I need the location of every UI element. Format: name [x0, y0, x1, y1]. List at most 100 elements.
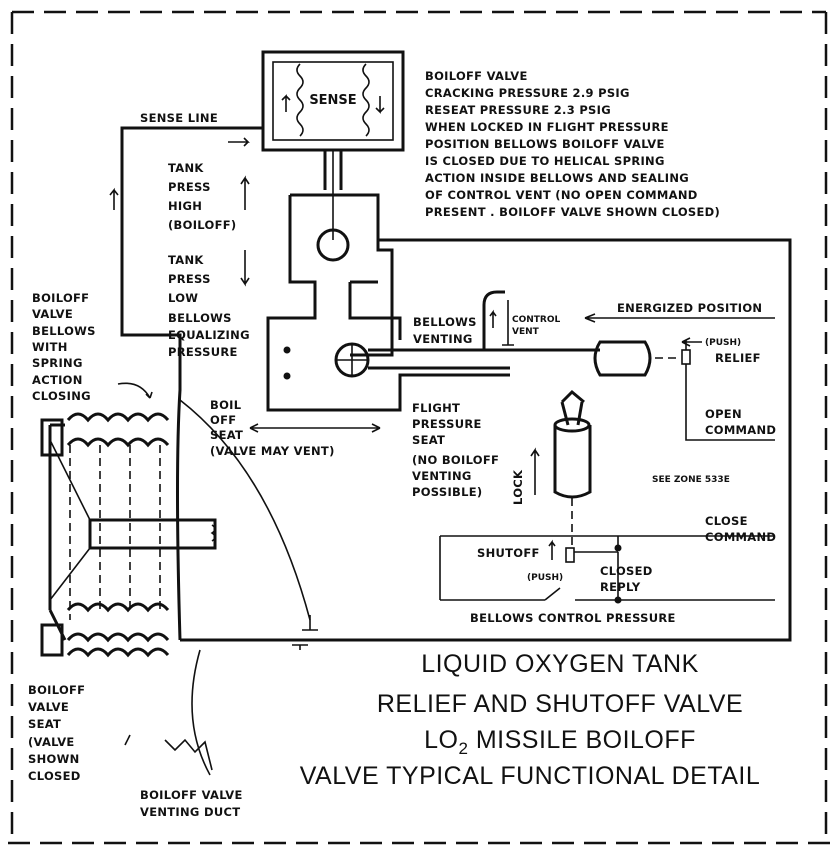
closed-reply-label: CLOSED REPLY [600, 564, 653, 594]
svg-text:SHOWN: SHOWN [28, 752, 80, 766]
sense-line [120, 126, 263, 325]
svg-text:COMMAND: COMMAND [705, 423, 776, 437]
boiloff-valve-seat-label: BOILOFF VALVE SEAT (VALVE SHOWN CLOSED [28, 683, 85, 783]
solenoid [593, 340, 680, 377]
svg-text:PRESS: PRESS [168, 272, 211, 286]
svg-text:CLOSED: CLOSED [600, 564, 653, 578]
arrow-down-icon [240, 250, 250, 287]
svg-text:BOILOFF: BOILOFF [28, 683, 85, 697]
relief-switch [681, 337, 702, 365]
svg-text:(BOILOFF): (BOILOFF) [168, 218, 236, 232]
svg-text:SEAT: SEAT [412, 433, 445, 447]
closed-reply-line [440, 552, 775, 601]
sense-stem [323, 150, 343, 190]
boiloff-bellows [40, 325, 318, 658]
lock-label: LOCK [511, 469, 525, 505]
push-label-bottom: (PUSH) [527, 573, 563, 583]
svg-text:OF CONTROL VENT (NO OPEN COMMA: OF CONTROL VENT (NO OPEN COMMAND [425, 188, 698, 202]
svg-text:HIGH: HIGH [168, 199, 202, 213]
svg-text:SEAT: SEAT [28, 717, 61, 731]
lock-arrow-icon [530, 447, 540, 495]
svg-text:SEAT: SEAT [210, 428, 243, 442]
svg-text:VALVE: VALVE [32, 307, 73, 321]
diagram-title: LIQUID OXYGEN TANK RELIEF AND SHUTOFF VA… [300, 650, 760, 790]
close-command-line [439, 535, 775, 600]
relief-label: RELIEF [715, 351, 761, 365]
energized-position-arrow [584, 313, 775, 323]
venting-duct [124, 644, 308, 776]
svg-text:(VALVE MAY VENT): (VALVE MAY VENT) [210, 444, 335, 458]
svg-text:VALVE: VALVE [28, 700, 69, 714]
sense-chamber: SENSE [261, 50, 405, 152]
svg-text:POSITION BELLOWS BOILOFF VALVE: POSITION BELLOWS BOILOFF VALVE [425, 137, 665, 151]
svg-text:VENTING DUCT: VENTING DUCT [140, 805, 240, 819]
bellows-equalizing-label: BELLOWS EQUALIZING PRESSURE [168, 311, 250, 359]
svg-text:PRESENT . BOILOFF VALVE SHOWN: PRESENT . BOILOFF VALVE SHOWN CLOSED) [425, 205, 720, 219]
svg-text:WITH: WITH [32, 340, 68, 354]
shutoff-label: SHUTOFF [477, 546, 540, 560]
svg-text:OPEN: OPEN [705, 407, 742, 421]
svg-text:BELLOWS: BELLOWS [168, 311, 232, 325]
svg-text:BOILOFF: BOILOFF [32, 291, 89, 305]
bellows-venting-label: BELLOWS VENTING [413, 315, 477, 346]
svg-text:(NO BOILOFF: (NO BOILOFF [412, 453, 499, 467]
svg-text:TANK: TANK [168, 161, 204, 175]
valve-body [180, 193, 792, 642]
title-line-3: LO2 MISSILE BOILOFF [424, 726, 696, 758]
sense-label: SENSE [309, 93, 356, 108]
svg-text:LOW: LOW [168, 291, 198, 305]
svg-text:TANK: TANK [168, 253, 204, 267]
svg-text:PRESS: PRESS [168, 180, 211, 194]
svg-text:WHEN LOCKED IN FLIGHT PRESSURE: WHEN LOCKED IN FLIGHT PRESSURE [425, 120, 669, 134]
svg-text:IS CLOSED DUE TO HELICAL SPRIN: IS CLOSED DUE TO HELICAL SPRING [425, 154, 665, 168]
svg-text:COMMAND: COMMAND [705, 530, 776, 544]
svg-text:ACTION: ACTION [32, 373, 83, 387]
svg-text:POSSIBLE): POSSIBLE) [412, 485, 482, 499]
svg-text:BELLOWS: BELLOWS [32, 324, 96, 338]
svg-text:SPRING: SPRING [32, 356, 83, 370]
svg-text:REPLY: REPLY [600, 580, 641, 594]
shutoff-switch [548, 539, 600, 563]
svg-text:VENT: VENT [512, 327, 540, 337]
lock-cylinder [553, 389, 592, 545]
boiloff-valve-bellows-label: BOILOFF VALVE BELLOWS WITH SPRING ACTION… [32, 291, 96, 403]
svg-text:BOILOFF VALVE: BOILOFF VALVE [140, 788, 243, 802]
flow-arrow-icon [228, 137, 250, 147]
svg-text:PRESSURE: PRESSURE [412, 417, 482, 431]
close-command-label: CLOSE COMMAND [705, 514, 776, 544]
svg-text:CLOSED: CLOSED [28, 769, 81, 783]
svg-text:CRACKING PRESSURE 2.9 PSIG: CRACKING PRESSURE 2.9 PSIG [425, 86, 630, 100]
boil-off-seat-label: BOIL OFF SEAT (VALVE MAY VENT) [210, 398, 335, 458]
see-zone-label: SEE ZONE 533E [652, 475, 730, 485]
svg-text:BELLOWS: BELLOWS [413, 315, 477, 329]
svg-text:VENTING: VENTING [412, 469, 472, 483]
svg-text:RESEAT PRESSURE 2.3 PSIG: RESEAT PRESSURE 2.3 PSIG [425, 103, 611, 117]
tank-press-low-label: TANK PRESS LOW [168, 253, 211, 305]
energized-position-label: ENERGIZED POSITION [617, 301, 762, 315]
svg-text:BOIL: BOIL [210, 398, 242, 412]
svg-text:OFF: OFF [210, 413, 236, 427]
svg-text:FLIGHT: FLIGHT [412, 401, 460, 415]
svg-text:EQUALIZING: EQUALIZING [168, 328, 250, 342]
svg-text:PRESSURE: PRESSURE [168, 345, 238, 359]
control-vent-label: CONTROL VENT [512, 315, 561, 337]
svg-text:VENTING: VENTING [413, 332, 473, 346]
svg-text:CLOSING: CLOSING [32, 389, 91, 403]
venting-duct-label: BOILOFF VALVE VENTING DUCT [140, 788, 243, 819]
tank-press-high-label: TANK PRESS HIGH (BOILOFF) [168, 161, 236, 232]
seat-travel-arrow [249, 423, 381, 433]
bellows-control-pressure-label: BELLOWS CONTROL PRESSURE [470, 611, 676, 625]
control-vent-pipe [482, 290, 505, 350]
svg-text:ACTION INSIDE BELLOWS AND SEAL: ACTION INSIDE BELLOWS AND SEALING [425, 171, 689, 185]
control-vent-stub [502, 300, 514, 346]
push-label-top: (PUSH) [705, 338, 741, 348]
sense-line-label: SENSE LINE [140, 111, 218, 125]
open-command-label: OPEN COMMAND [705, 407, 776, 437]
svg-text:(VALVE: (VALVE [28, 735, 75, 749]
flow-arrow-up-icon [109, 187, 119, 210]
open-command-line [685, 364, 775, 441]
arrow-up-icon [240, 175, 250, 210]
title-line-2: RELIEF AND SHUTOFF VALVE [377, 690, 743, 718]
svg-text:CONTROL: CONTROL [512, 315, 561, 325]
